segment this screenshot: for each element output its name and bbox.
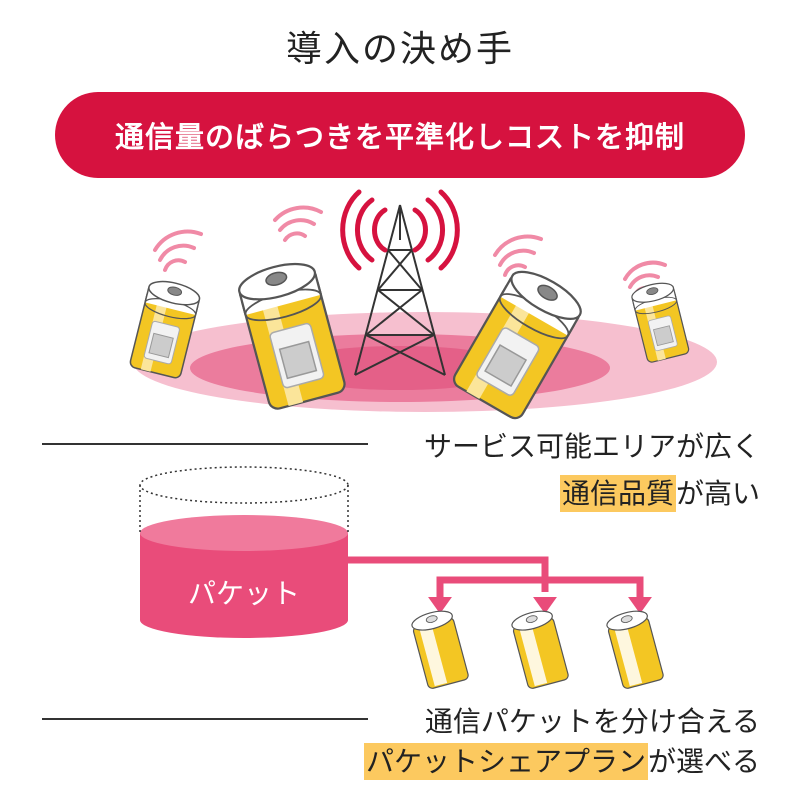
point2-line1: 通信パケットを分け合える <box>424 705 760 738</box>
point2-line2: パケットシェアプランが選べる <box>363 740 760 780</box>
sim-battery-icon <box>509 606 570 691</box>
sim-battery-icon <box>604 606 665 691</box>
divider <box>42 443 368 445</box>
point2-highlight: パケットシェアプラン <box>363 743 648 780</box>
point1-rest: が高い <box>675 477 760 510</box>
headline-banner: 通信量のばらつきを平準化しコストを抑制 <box>55 92 745 178</box>
point2-rest: が選べる <box>647 745 760 778</box>
packet-label: パケット <box>187 577 300 610</box>
divider <box>42 718 368 720</box>
radio-tower-icon <box>354 204 446 376</box>
sim-battery-icon <box>409 606 470 691</box>
point1-line2: 通信品質が高い <box>559 472 760 512</box>
distribution-arrows <box>348 556 652 614</box>
packet-cylinder <box>139 466 349 638</box>
page-title: 導入の決め手 <box>285 29 514 70</box>
point1-line1: サービス可能エリアが広く <box>423 430 760 463</box>
signal-waves-icon <box>340 189 460 271</box>
point1-highlight: 通信品質 <box>559 475 676 512</box>
